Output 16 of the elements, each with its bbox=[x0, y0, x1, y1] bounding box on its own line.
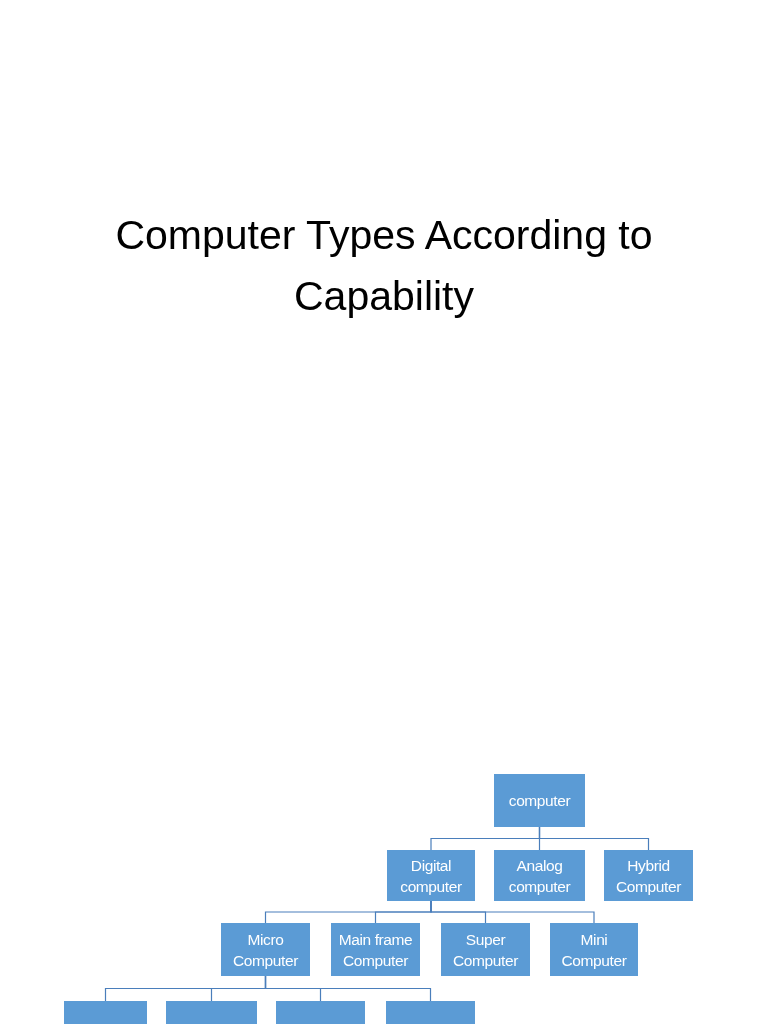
slide-title: Computer Types According to Capability bbox=[114, 211, 654, 321]
category-box: Mini Computer bbox=[550, 923, 638, 976]
category-box: Micro Computer bbox=[221, 923, 310, 976]
connector-line bbox=[538, 826, 650, 851]
category-box: Digital computer bbox=[387, 850, 475, 901]
category-box bbox=[64, 1001, 147, 1024]
connector-line bbox=[264, 975, 432, 1002]
category-box: Hybrid Computer bbox=[604, 850, 693, 901]
category-box bbox=[166, 1001, 257, 1024]
connector-line bbox=[430, 900, 595, 924]
category-box: computer bbox=[494, 774, 585, 827]
category-box: Analog computer bbox=[494, 850, 585, 901]
category-box: Main frame Computer bbox=[331, 923, 420, 976]
category-box bbox=[386, 1001, 475, 1024]
category-box: Super Computer bbox=[441, 923, 530, 976]
category-box bbox=[276, 1001, 365, 1024]
